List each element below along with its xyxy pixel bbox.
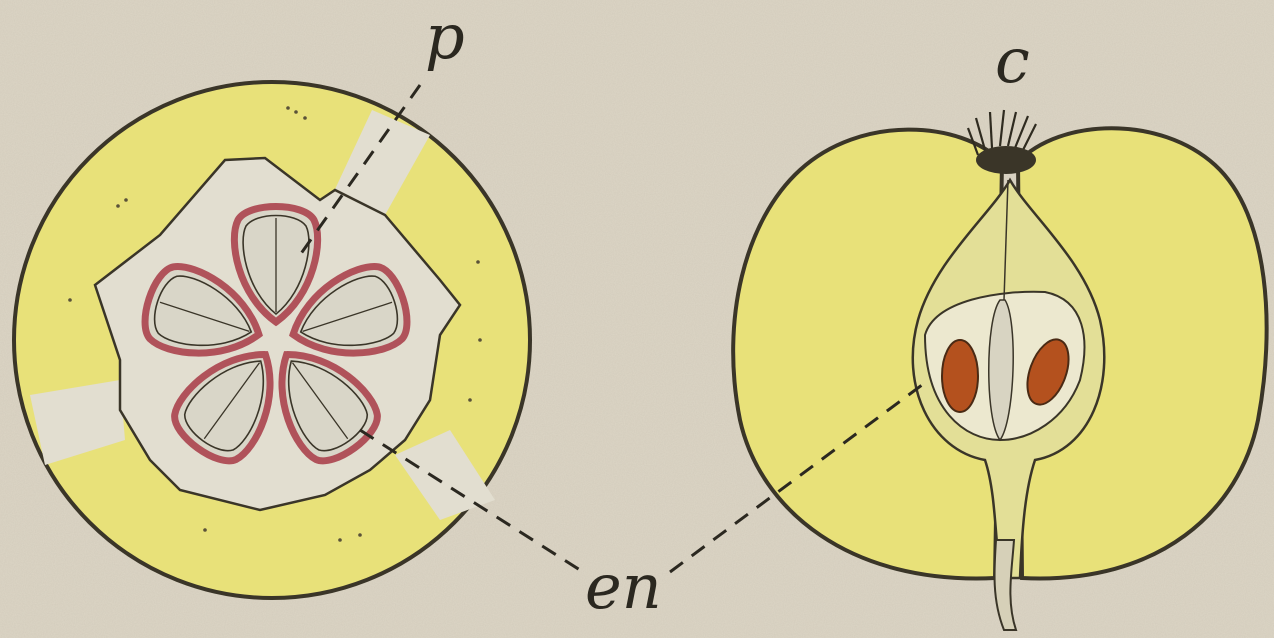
label-en: en bbox=[585, 550, 662, 623]
calyx-base bbox=[976, 146, 1036, 174]
cross-section bbox=[14, 82, 530, 598]
label-c: c bbox=[995, 24, 1030, 97]
seed-left bbox=[942, 340, 978, 412]
label-p: p bbox=[425, 0, 465, 73]
